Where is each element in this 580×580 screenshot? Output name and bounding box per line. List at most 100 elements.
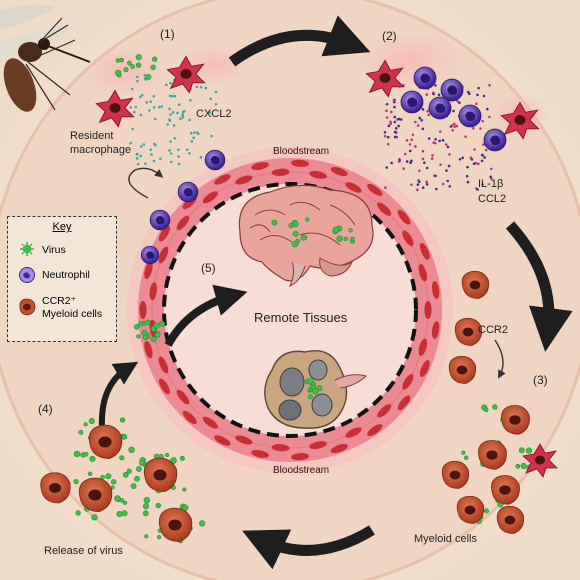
il1b-ccl2-dot — [432, 92, 435, 96]
virus-particle — [518, 447, 525, 454]
cxcl2-dot — [144, 162, 147, 166]
neutrophil — [177, 181, 199, 203]
virus-particle — [306, 377, 314, 385]
cxcl2-dot — [136, 162, 140, 166]
cxcl2-dot — [152, 106, 156, 109]
red-blood-cell — [291, 453, 310, 461]
virus-particle — [179, 455, 185, 461]
il1b-ccl2-dot — [481, 183, 484, 186]
il1b-ccl2-dot — [416, 183, 420, 186]
cxcl2-dot — [152, 159, 156, 163]
il1b-ccl2-dot — [434, 137, 437, 141]
il1b-ccl2-dot — [425, 166, 429, 170]
release-of-virus-label: Release of virus — [44, 545, 123, 557]
il1b-ccl2-dot — [410, 183, 413, 186]
virus-particle — [122, 472, 129, 478]
red-blood-cell — [402, 373, 414, 390]
il1b-ccl2-dot — [383, 134, 387, 138]
cxcl2-dot — [135, 152, 139, 156]
il1b-ccl2-dot — [456, 99, 459, 103]
neutrophil — [140, 245, 160, 265]
il1b-ccl2-dot — [390, 161, 393, 165]
cxcl2-dot — [168, 94, 172, 98]
cxcl2-dot — [195, 85, 199, 89]
virus-particle — [316, 385, 323, 392]
cxcl2-dot — [153, 142, 156, 146]
red-blood-cell — [367, 183, 383, 196]
myeloid-cell — [448, 355, 477, 384]
cxcl2-dot — [142, 143, 146, 146]
virus-particle — [307, 394, 313, 400]
arrow-blood-to-tissue — [164, 284, 248, 347]
il1b-ccl2-dot — [421, 186, 425, 189]
il1b-ccl2-dot — [389, 120, 392, 124]
virus-particle — [83, 451, 89, 457]
il1b-ccl2-dot — [483, 156, 486, 159]
il1b-ccl2-dot — [392, 98, 396, 102]
step-1-label: (1) — [160, 27, 175, 41]
arrow-ccr2-exit — [494, 339, 506, 379]
il1b-ccl2-dot — [394, 127, 398, 130]
virus-particle — [155, 502, 162, 509]
il1b-ccl2-dot — [448, 153, 451, 156]
il1b-ccl2-dot — [437, 93, 441, 97]
cxcl2-dot — [149, 148, 152, 152]
il1b-ccl2-dot — [423, 161, 426, 164]
neutrophil — [413, 66, 437, 90]
ccl2-label: CCL2 — [478, 193, 507, 205]
il1b-ccl2-dot — [385, 102, 389, 106]
cxcl2-dot — [135, 157, 139, 160]
il1b-ccl2-dot — [466, 165, 469, 169]
il1b-ccl2-dot — [480, 153, 484, 157]
cxcl2-dot — [209, 97, 212, 101]
red-blood-cell — [158, 356, 169, 374]
il1b-ccl2-dot — [434, 174, 437, 178]
virus-particle — [123, 67, 129, 73]
il1b-ccl2-dot — [393, 115, 397, 119]
il1b-ccl2-dot — [386, 142, 390, 146]
cxcl2-dot — [130, 87, 134, 91]
red-blood-cell — [431, 321, 440, 339]
red-blood-cell — [345, 182, 362, 193]
key-title: Key — [52, 221, 72, 233]
bloodstream-label-top: Bloodstream — [273, 146, 330, 157]
il1b-ccl2-dot — [484, 148, 488, 152]
myeloid-cell — [456, 495, 485, 524]
virus-particle — [119, 57, 124, 63]
red-blood-cells — [139, 159, 440, 461]
red-blood-cell — [214, 435, 231, 446]
key-neutrophil-label: Neutrophil — [42, 269, 90, 281]
red-blood-cell — [271, 168, 290, 176]
il1b-ccl2-dot — [410, 159, 413, 163]
il1b-ccl2-dot — [464, 135, 467, 138]
il1b-ccl2-dot — [397, 117, 401, 121]
virus-particle — [151, 56, 158, 62]
cxcl2-dot — [168, 149, 171, 152]
il1b-ccl2-dot — [480, 159, 484, 163]
step-2-label: (2) — [382, 29, 397, 43]
red-blood-cell — [158, 246, 169, 264]
cxcl2-dot — [132, 110, 136, 114]
bloodstream-label-bottom: Bloodstream — [273, 465, 330, 476]
red-blood-cell — [431, 281, 440, 299]
cxcl2-dot — [153, 117, 157, 121]
virus-particle — [143, 497, 151, 504]
il1b-ccl2-dot — [418, 116, 422, 120]
il1b-ccl2-dot — [386, 135, 390, 139]
il1b-ccl2-dot — [488, 83, 491, 87]
il1b-ccl2-dot — [396, 118, 399, 121]
virus-particle — [121, 433, 128, 440]
neutrophil-icon — [19, 267, 35, 283]
virus-particle — [73, 478, 79, 485]
virus-particle — [336, 235, 343, 242]
cxcl2-dot — [145, 101, 149, 104]
il1b-ccl2-dot — [397, 124, 400, 128]
il1b-ccl2-dot — [420, 118, 423, 122]
cxcl2-dot — [139, 95, 142, 99]
virus-particle — [292, 221, 299, 228]
virus-particle — [122, 500, 128, 505]
il1b-ccl2-dot — [479, 127, 482, 130]
brain-icon — [238, 184, 374, 287]
macrophage — [365, 59, 405, 98]
il1b-ccl2-dot — [416, 188, 419, 192]
